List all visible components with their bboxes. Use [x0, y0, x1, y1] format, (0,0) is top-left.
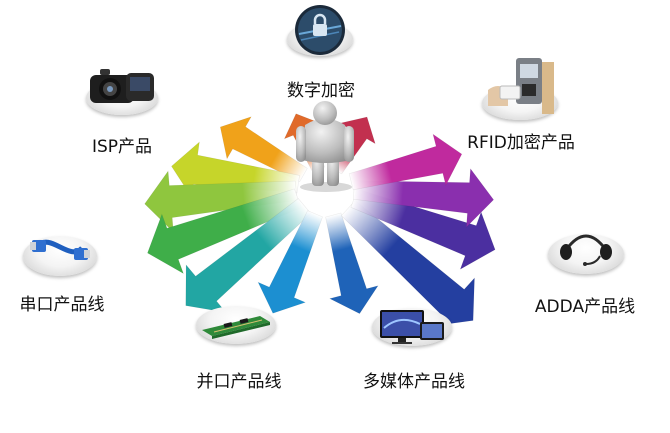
label-serial: 串口产品线	[19, 295, 105, 315]
access-card-reader-icon	[488, 58, 554, 114]
lock-chip-icon	[295, 5, 345, 55]
arrow-7	[325, 212, 379, 314]
circuit-board-icon	[202, 316, 270, 339]
monitor-tablet-icon	[380, 310, 444, 344]
arrow-6	[257, 210, 323, 314]
arrow-5	[185, 198, 312, 313]
label-digital-encryption: 数字加密	[287, 81, 355, 101]
label-parallel: 并口产品线	[196, 372, 282, 392]
label-isp: ISP产品	[91, 137, 153, 157]
label-multimedia: 多媒体产品线	[363, 372, 465, 392]
camera-icon	[90, 69, 154, 103]
headset-icon	[560, 234, 612, 266]
usb-cable-icon	[30, 239, 90, 260]
arrow-11	[348, 133, 463, 191]
label-rfid: RFID加密产品	[467, 133, 575, 153]
label-adda: ADDA产品线	[534, 297, 636, 317]
